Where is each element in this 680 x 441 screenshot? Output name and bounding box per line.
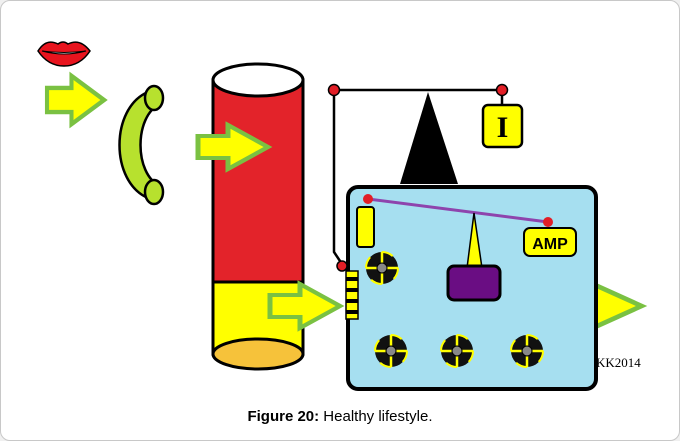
indicator-box: I [483, 105, 522, 147]
lever-pivot-left [363, 194, 373, 204]
lever-pivot-right [543, 217, 553, 227]
balance-pivot [400, 92, 458, 184]
figure-caption: Figure 20: Healthy lifestyle. [0, 408, 680, 425]
gear-icon-bottom-left [375, 335, 407, 367]
lips-icon [38, 42, 90, 66]
indicator-label: I [497, 111, 509, 144]
vessel-cylinder [213, 64, 303, 369]
vessel-opening [213, 64, 303, 96]
sediment-deposit [213, 339, 303, 369]
input-slot [357, 207, 374, 247]
signature-text: KK2014 [596, 355, 641, 370]
caption-label: Figure 20: [247, 408, 319, 425]
processing-machine: AMP [348, 187, 596, 389]
intake-pipe [120, 86, 164, 204]
amp-label: AMP [532, 236, 568, 253]
gear-icon-bottom-middle [441, 335, 473, 367]
gear-icon-top [366, 252, 398, 284]
arrow-intake [47, 76, 104, 124]
gear-icon-bottom-right [511, 335, 543, 367]
caption-text: Healthy lifestyle. [319, 408, 432, 425]
display-panel [448, 266, 500, 300]
